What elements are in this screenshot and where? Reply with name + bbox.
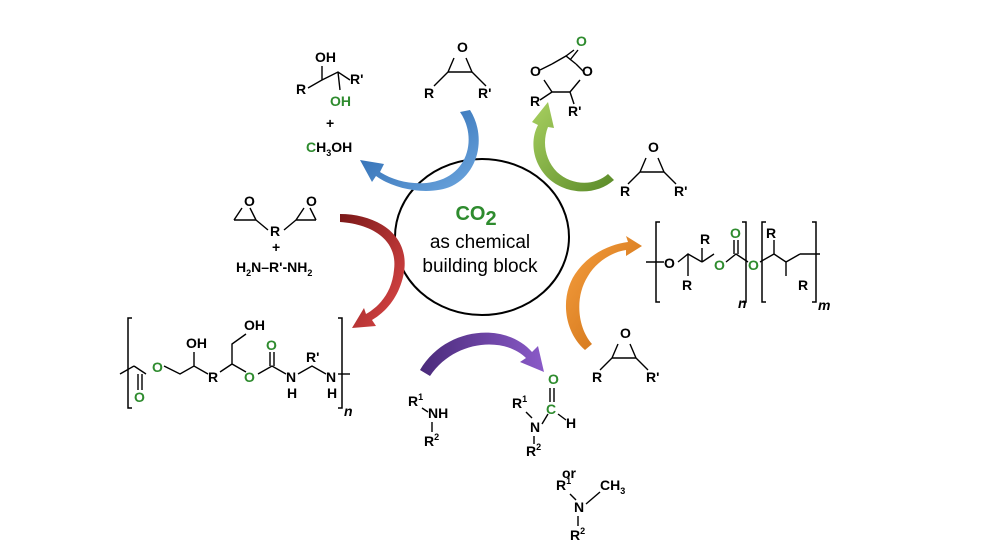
svg-text:O: O — [730, 225, 741, 241]
epoxide-top: O R R' — [424, 39, 491, 101]
svg-text:O: O — [548, 371, 559, 387]
polycarbonate: O R R O O O R R n m — [646, 221, 830, 313]
epoxide-bottom-right: O R R' — [592, 325, 659, 385]
svg-text:R: R — [682, 277, 692, 293]
diol-product: OH R R' OH + CH3OH — [296, 49, 363, 158]
svg-text:R: R — [424, 85, 434, 101]
svg-text:R: R — [270, 223, 280, 239]
svg-text:C: C — [546, 401, 556, 417]
svg-text:O: O — [244, 369, 255, 385]
svg-text:O: O — [714, 257, 725, 273]
svg-text:CH3: CH3 — [600, 477, 625, 496]
svg-text:CO2: CO2 — [455, 203, 496, 230]
svg-text:O: O — [152, 359, 163, 375]
svg-text:n: n — [738, 295, 747, 311]
arrow-orange — [565, 236, 642, 350]
co2-label: CO — [455, 203, 485, 225]
svg-text:R1: R1 — [512, 394, 527, 411]
svg-text:NH: NH — [428, 405, 448, 421]
svg-text:N: N — [574, 499, 584, 515]
svg-text:O: O — [266, 337, 277, 353]
epoxide-right: O R R' — [620, 139, 687, 199]
center-line2: building block — [422, 256, 538, 277]
svg-text:R: R — [208, 369, 218, 385]
svg-text:+: + — [272, 239, 280, 255]
svg-text:O: O — [457, 39, 468, 55]
svg-text:O: O — [648, 139, 659, 155]
svg-text:H: H — [287, 385, 297, 401]
svg-text:O: O — [530, 63, 541, 79]
svg-text:O: O — [576, 33, 587, 49]
svg-text:R: R — [766, 225, 776, 241]
svg-text:O: O — [748, 257, 759, 273]
svg-text:R': R' — [568, 103, 581, 119]
svg-text:OH: OH — [330, 93, 351, 109]
svg-text:R': R' — [478, 85, 491, 101]
svg-text:N: N — [530, 419, 540, 435]
svg-text:OH: OH — [315, 49, 336, 65]
svg-text:R: R — [700, 231, 710, 247]
methanol: CH3OH — [306, 139, 352, 158]
svg-text:N: N — [286, 369, 296, 385]
svg-text:R: R — [296, 81, 306, 97]
svg-text:OH: OH — [186, 335, 207, 351]
svg-text:R2: R2 — [424, 432, 439, 449]
svg-text:+: + — [326, 115, 334, 131]
arrow-red — [340, 214, 405, 328]
svg-text:O: O — [244, 193, 255, 209]
svg-text:R: R — [620, 183, 630, 199]
svg-text:O: O — [134, 389, 145, 405]
svg-text:R': R' — [646, 369, 659, 385]
svg-text:m: m — [818, 297, 830, 313]
svg-text:R1: R1 — [556, 476, 571, 493]
arrow-blue — [360, 110, 479, 191]
center-line1: as chemical — [430, 232, 530, 253]
svg-text:OH: OH — [244, 317, 265, 333]
svg-text:R': R' — [306, 349, 319, 365]
svg-text:R1: R1 — [408, 392, 423, 409]
svg-text:N: N — [326, 369, 336, 385]
svg-text:O: O — [664, 255, 675, 271]
methylamine: R1 N CH3 R2 — [556, 476, 625, 543]
secondary-amine: R1 NH R2 — [408, 392, 448, 449]
formamide: O R1 N C H R2 or — [512, 371, 577, 481]
svg-text:R2: R2 — [526, 442, 541, 459]
svg-text:R': R' — [350, 71, 363, 87]
svg-text:O: O — [582, 63, 593, 79]
svg-text:n: n — [344, 403, 353, 419]
svg-text:H: H — [327, 385, 337, 401]
svg-text:O: O — [620, 325, 631, 341]
svg-text:O: O — [306, 193, 317, 209]
cyclic-carbonate: O O O R R' — [530, 33, 593, 119]
svg-text:R: R — [798, 277, 808, 293]
svg-text:H: H — [566, 415, 576, 431]
arrow-purple — [420, 332, 544, 376]
diamine: H2N–R'-NH2 — [236, 259, 312, 278]
arrow-green — [532, 102, 614, 192]
svg-text:R2: R2 — [570, 526, 585, 543]
svg-text:R': R' — [674, 183, 687, 199]
polyhydroxyurethane: O O OH R OH O O N H R' N H n — [119, 317, 353, 419]
diepoxide-diamine: O O R + H2N–R'-NH2 — [233, 193, 317, 278]
svg-text:or: or — [562, 465, 577, 481]
co2-subscript: 2 — [485, 208, 496, 230]
svg-text:R: R — [530, 93, 540, 109]
svg-text:R: R — [592, 369, 602, 385]
